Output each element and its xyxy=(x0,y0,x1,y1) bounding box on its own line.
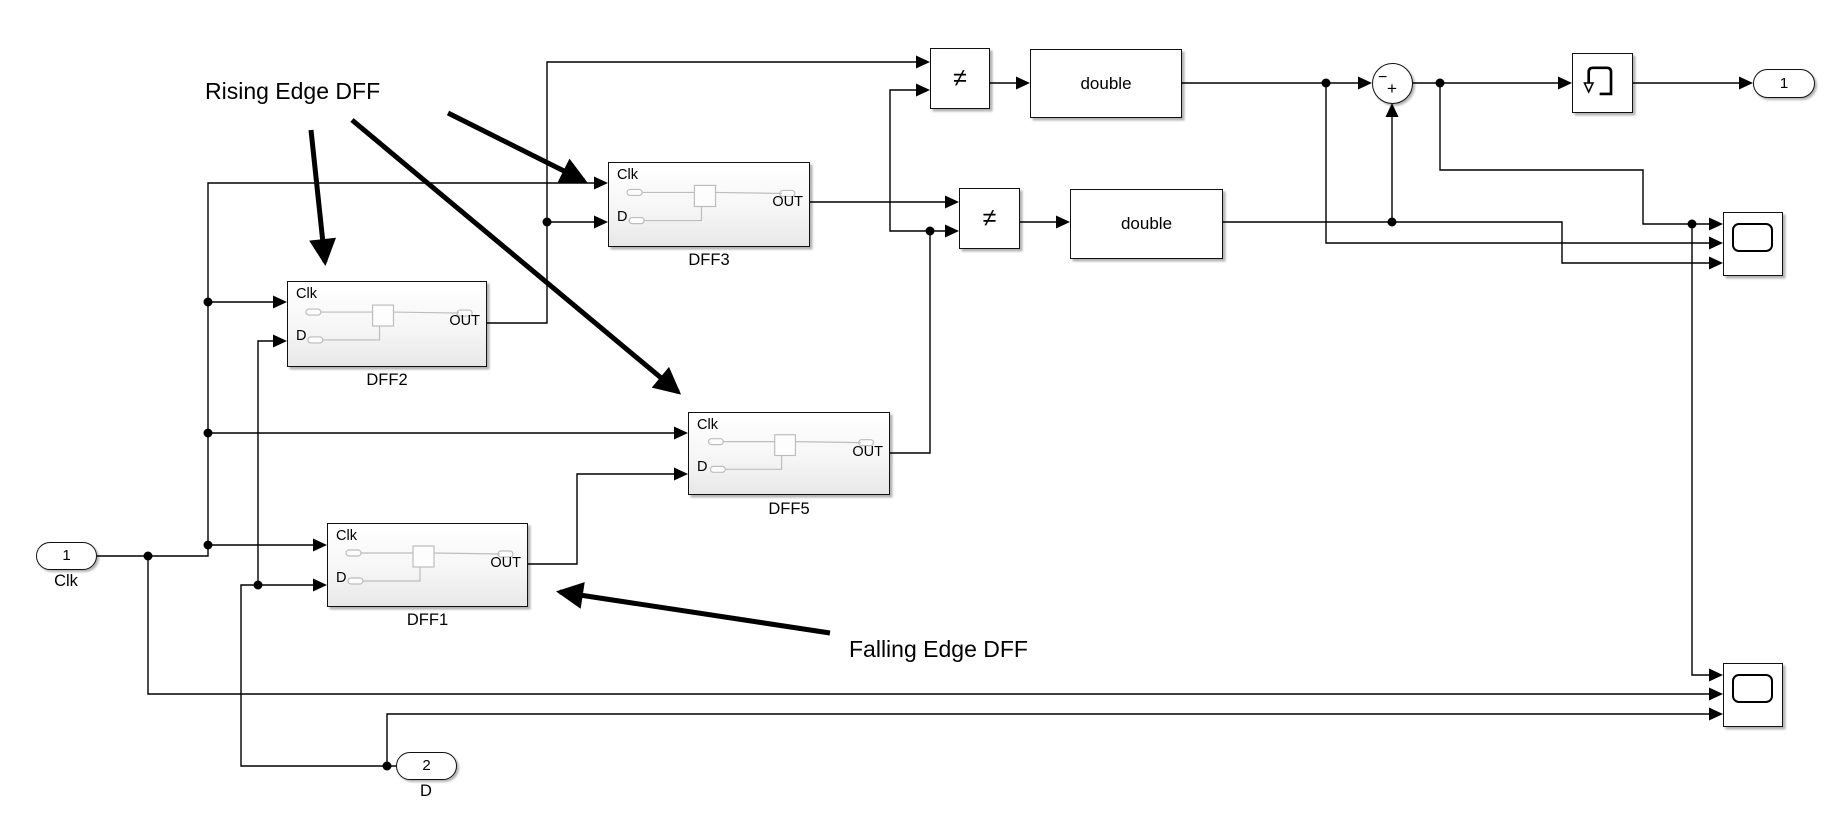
block-dff3[interactable]: Clk D OUT xyxy=(608,162,810,247)
block-dff2[interactable]: Clk D OUT xyxy=(287,281,487,367)
dff2-clk-port-label: Clk xyxy=(296,286,317,302)
block-scope-1[interactable] xyxy=(1723,212,1783,276)
block-memory[interactable] xyxy=(1572,53,1633,113)
dff3-clk-port-label: Clk xyxy=(617,167,638,183)
dff3-out-port-label: OUT xyxy=(772,194,803,210)
annotation-rising-edge[interactable]: Rising Edge DFF xyxy=(205,78,381,104)
block-dff5[interactable]: Clk D OUT xyxy=(688,412,890,495)
annotation-falling-edge[interactable]: Falling Edge DFF xyxy=(849,636,1028,662)
block-sum[interactable]: − + xyxy=(1372,63,1413,104)
annotation-arrow-to-dff5 xyxy=(350,118,682,395)
wire-tap-scope1-in1 xyxy=(1439,83,1711,225)
dff-thumbnail-icon xyxy=(345,545,514,585)
dff5-d-port-label: D xyxy=(697,459,708,475)
inport-clk[interactable]: 1 xyxy=(36,542,97,570)
not-equal-1-operator: ≠ xyxy=(953,64,967,92)
block-dff1-name[interactable]: DFF1 xyxy=(406,611,449,629)
dff5-out-port-label: OUT xyxy=(852,444,883,460)
wire-arrowheads xyxy=(273,55,1753,721)
wire-tap-scope2-in1 xyxy=(1691,224,1711,676)
convert-1-label: double xyxy=(1080,73,1132,93)
inport-d[interactable]: 2 xyxy=(396,752,457,780)
annotation-arrow-to-dff2 xyxy=(308,129,337,267)
annotation-arrow-to-dff1 xyxy=(555,582,831,636)
outport-1[interactable]: 1 xyxy=(1753,69,1815,98)
dff1-out-port-label: OUT xyxy=(490,555,521,571)
dff3-d-port-label: D xyxy=(617,209,628,225)
sum-minus-sign: − xyxy=(1378,69,1388,86)
inport-clk-label[interactable]: Clk xyxy=(54,572,78,590)
block-not-equal-1[interactable]: ≠ xyxy=(930,48,990,109)
wire-d-dff2 xyxy=(257,340,275,585)
wire-d-main xyxy=(240,584,396,767)
scope-1-screen-icon xyxy=(1732,223,1773,252)
block-convert-double-1[interactable]: double xyxy=(1030,49,1182,118)
dff2-out-port-label: OUT xyxy=(449,313,480,329)
scope-2-screen-icon xyxy=(1732,674,1773,703)
block-dff3-name[interactable]: DFF3 xyxy=(688,251,730,269)
wire-tap-scope1-in2 xyxy=(1325,83,1711,244)
annotation-arrow-to-dff3 xyxy=(446,110,588,184)
inport-d-label[interactable]: D xyxy=(420,782,432,800)
block-dff1[interactable]: Clk D OUT xyxy=(327,523,528,607)
wire-clk-scope2 xyxy=(147,556,1711,695)
not-equal-2-operator: ≠ xyxy=(982,204,997,232)
block-convert-double-2[interactable]: double xyxy=(1070,189,1223,259)
dff-thumbnail-icon xyxy=(305,304,473,344)
dff5-clk-port-label: Clk xyxy=(697,417,718,433)
dff2-d-port-label: D xyxy=(296,328,307,344)
outport-1-number: 1 xyxy=(1779,75,1789,92)
dff-thumbnail-icon xyxy=(707,434,875,473)
sum-plus-sign: + xyxy=(1387,79,1397,98)
block-dff5-name[interactable]: DFF5 xyxy=(768,500,810,518)
wire-d-scope2 xyxy=(386,713,1711,766)
dff1-d-port-label: D xyxy=(336,570,347,586)
convert-2-label: double xyxy=(1120,214,1173,233)
dff1-clk-port-label: Clk xyxy=(336,528,357,544)
block-scope-2[interactable] xyxy=(1723,663,1783,727)
wire-junction-dots xyxy=(143,78,1697,771)
memory-loop-icon xyxy=(1583,66,1613,96)
inport-clk-number: 1 xyxy=(62,547,71,564)
wire-dff5out-ne1 xyxy=(889,89,931,454)
wire-dff1out-dff5d xyxy=(528,473,676,565)
dff-thumbnail-icon xyxy=(626,184,796,225)
block-not-equal-2[interactable]: ≠ xyxy=(959,188,1020,249)
block-dff2-name[interactable]: DFF2 xyxy=(366,371,408,389)
inport-d-number: 2 xyxy=(422,757,431,774)
wire-dff2out-ne1 xyxy=(487,61,918,324)
